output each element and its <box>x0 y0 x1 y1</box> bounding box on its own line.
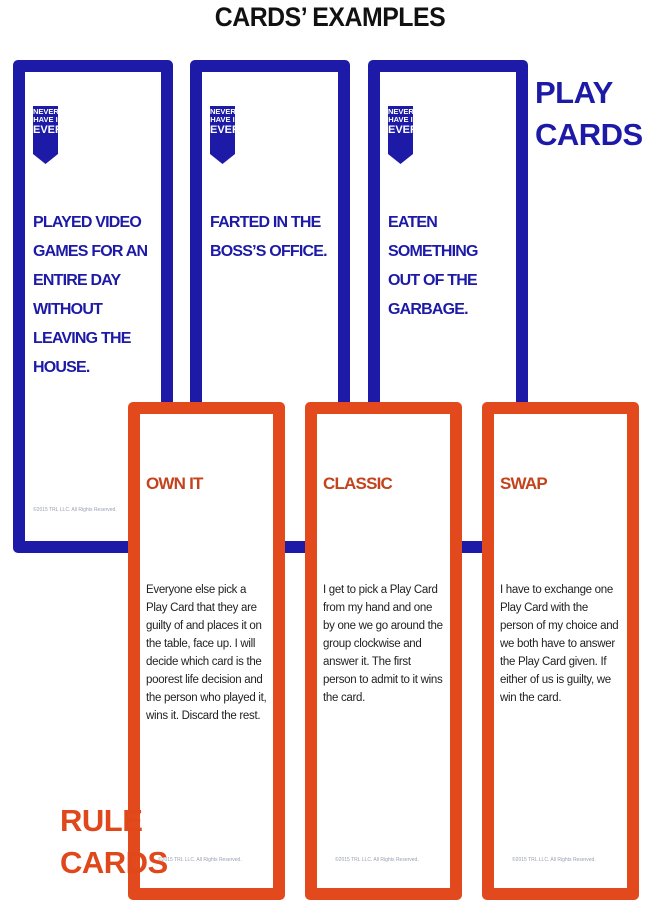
rule-card-2: CLASSIC I get to pick a Play Card from m… <box>305 402 462 900</box>
logo-line-3: EVER <box>33 124 63 136</box>
rule-card-footer: ©2015 TRL LLC. All Rights Reserved. <box>158 857 242 863</box>
logo-line-1: NEVER <box>388 107 414 116</box>
never-have-i-ever-logo-icon: NEVER HAVE I EVER <box>388 106 418 166</box>
rule-label-line-2: CARDS <box>60 845 168 880</box>
play-cards-label: PLAY CARDS <box>535 72 643 156</box>
rule-cards-label: RULE CARDS <box>60 800 168 884</box>
play-card-footer: ©2015 TRL LLC. All Rights Reserved. <box>33 507 117 513</box>
page-title: CARDS’ EXAMPLES <box>214 2 446 32</box>
rule-card-text: I have to exchange one Play Card with th… <box>500 584 619 704</box>
logo-line-1: NEVER <box>33 107 59 116</box>
play-label-line-1: PLAY <box>535 75 613 110</box>
rule-card-title: OWN IT <box>146 474 203 493</box>
logo-line-2: HAVE I <box>33 115 58 124</box>
rule-card-3: SWAP I have to exchange one Play Card wi… <box>482 402 639 900</box>
never-have-i-ever-logo-icon: NEVER HAVE I EVER <box>33 106 63 166</box>
play-card-1: NEVER HAVE I EVER PLAYED VIDEO GAMES FOR… <box>13 60 173 553</box>
play-card-text: PLAYED VIDEO GAMES FOR AN ENTIRE DAY WIT… <box>33 214 148 376</box>
logo-line-1: NEVER <box>210 107 236 116</box>
rule-card-1: OWN IT Everyone else pick a Play Card th… <box>128 402 285 900</box>
logo-line-3: EVER <box>210 124 240 136</box>
rule-card-title: CLASSIC <box>323 474 393 493</box>
logo-line-3: EVER <box>388 124 418 136</box>
rule-card-footer: ©2015 TRL LLC. All Rights Reserved. <box>335 857 419 863</box>
logo-line-2: HAVE I <box>210 115 235 124</box>
rule-card-text: I get to pick a Play Card from my hand a… <box>323 584 443 704</box>
never-have-i-ever-logo-icon: NEVER HAVE I EVER <box>210 106 240 166</box>
rule-label-line-1: RULE <box>60 803 143 838</box>
play-card-text: EATEN SOMETHING OUT OF THE GARBAGE. <box>388 214 479 318</box>
play-card-text: FARTED IN THE BOSS’S OFFICE. <box>210 214 328 260</box>
play-label-line-2: CARDS <box>535 117 643 152</box>
rule-card-title: SWAP <box>500 474 548 493</box>
logo-line-2: HAVE I <box>388 115 413 124</box>
rule-card-footer: ©2015 TRL LLC. All Rights Reserved. <box>512 857 596 863</box>
rule-card-text: Everyone else pick a Play Card that they… <box>146 584 267 722</box>
